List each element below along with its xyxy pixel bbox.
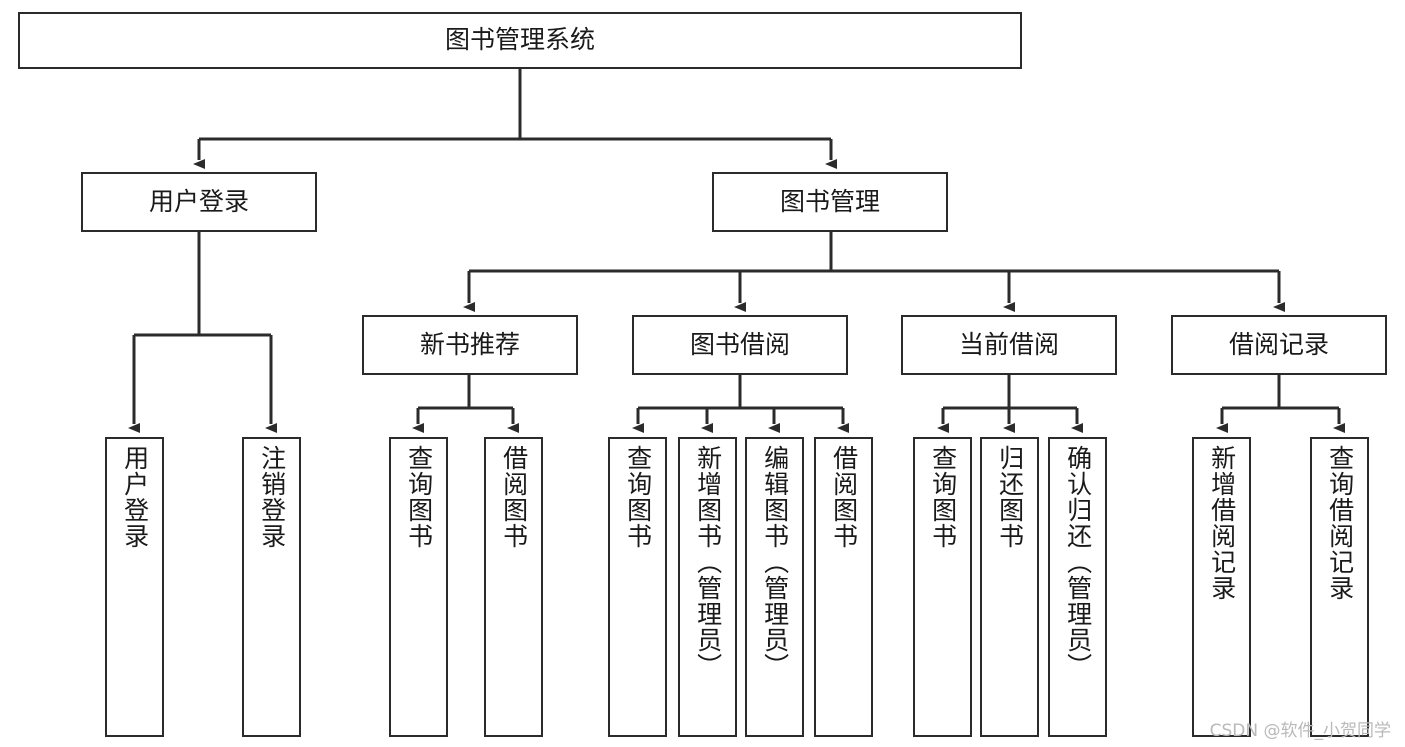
node-label: 借阅图书 — [499, 445, 529, 549]
node-current-borrow[interactable]: 当前借阅 — [901, 315, 1117, 375]
node-label: 图书借阅 — [689, 329, 790, 359]
node-label: 确认归还（管理员） — [1063, 445, 1093, 679]
node-leaf-user-login[interactable]: 用户登录 — [105, 437, 164, 737]
node-label: 当前借阅 — [958, 329, 1059, 359]
node-label: 用户登录 — [120, 445, 150, 549]
node-leaf-borrow-book-2[interactable]: 借阅图书 — [814, 437, 873, 737]
node-new-book-recommend[interactable]: 新书推荐 — [362, 315, 578, 375]
watermark-text: CSDN @软件_小贺同学 — [1209, 721, 1391, 741]
node-label: 借阅图书 — [829, 445, 859, 549]
node-leaf-edit-book[interactable]: 编辑图书（管理员） — [745, 437, 804, 737]
node-label: 归还图书 — [995, 445, 1025, 549]
node-label: 用户登录 — [148, 186, 249, 216]
node-label: 新增借阅记录 — [1207, 445, 1237, 601]
node-root-system[interactable]: 图书管理系统 — [18, 12, 1022, 69]
node-leaf-borrow-book-1[interactable]: 借阅图书 — [484, 437, 543, 737]
node-leaf-return-book[interactable]: 归还图书 — [980, 437, 1039, 737]
node-user-login[interactable]: 用户登录 — [81, 172, 317, 232]
node-leaf-query-book-2[interactable]: 查询图书 — [608, 437, 667, 737]
node-label: 新增图书（管理员） — [693, 445, 723, 679]
node-label: 借阅记录 — [1228, 329, 1329, 359]
node-label: 图书管理 — [779, 186, 880, 216]
node-leaf-logout-login[interactable]: 注销登录 — [242, 437, 301, 737]
node-label: 查询图书 — [404, 445, 434, 549]
node-label: 查询图书 — [623, 445, 653, 549]
node-leaf-confirm-return[interactable]: 确认归还（管理员） — [1048, 437, 1107, 737]
node-label: 图书管理系统 — [444, 25, 595, 55]
node-book-manage[interactable]: 图书管理 — [712, 172, 948, 232]
node-borrow-record[interactable]: 借阅记录 — [1171, 315, 1387, 375]
node-label: 编辑图书（管理员） — [760, 445, 790, 679]
node-label: 注销登录 — [257, 445, 287, 549]
node-label: 新书推荐 — [419, 329, 520, 359]
node-leaf-query-record[interactable]: 查询借阅记录 — [1310, 437, 1369, 737]
node-label: 查询图书 — [928, 445, 958, 549]
node-leaf-add-record[interactable]: 新增借阅记录 — [1192, 437, 1251, 737]
node-book-borrow[interactable]: 图书借阅 — [632, 315, 848, 375]
node-leaf-add-book[interactable]: 新增图书（管理员） — [678, 437, 737, 737]
node-leaf-query-book-3[interactable]: 查询图书 — [913, 437, 972, 737]
node-leaf-query-book-1[interactable]: 查询图书 — [389, 437, 448, 737]
node-label: 查询借阅记录 — [1325, 445, 1355, 601]
